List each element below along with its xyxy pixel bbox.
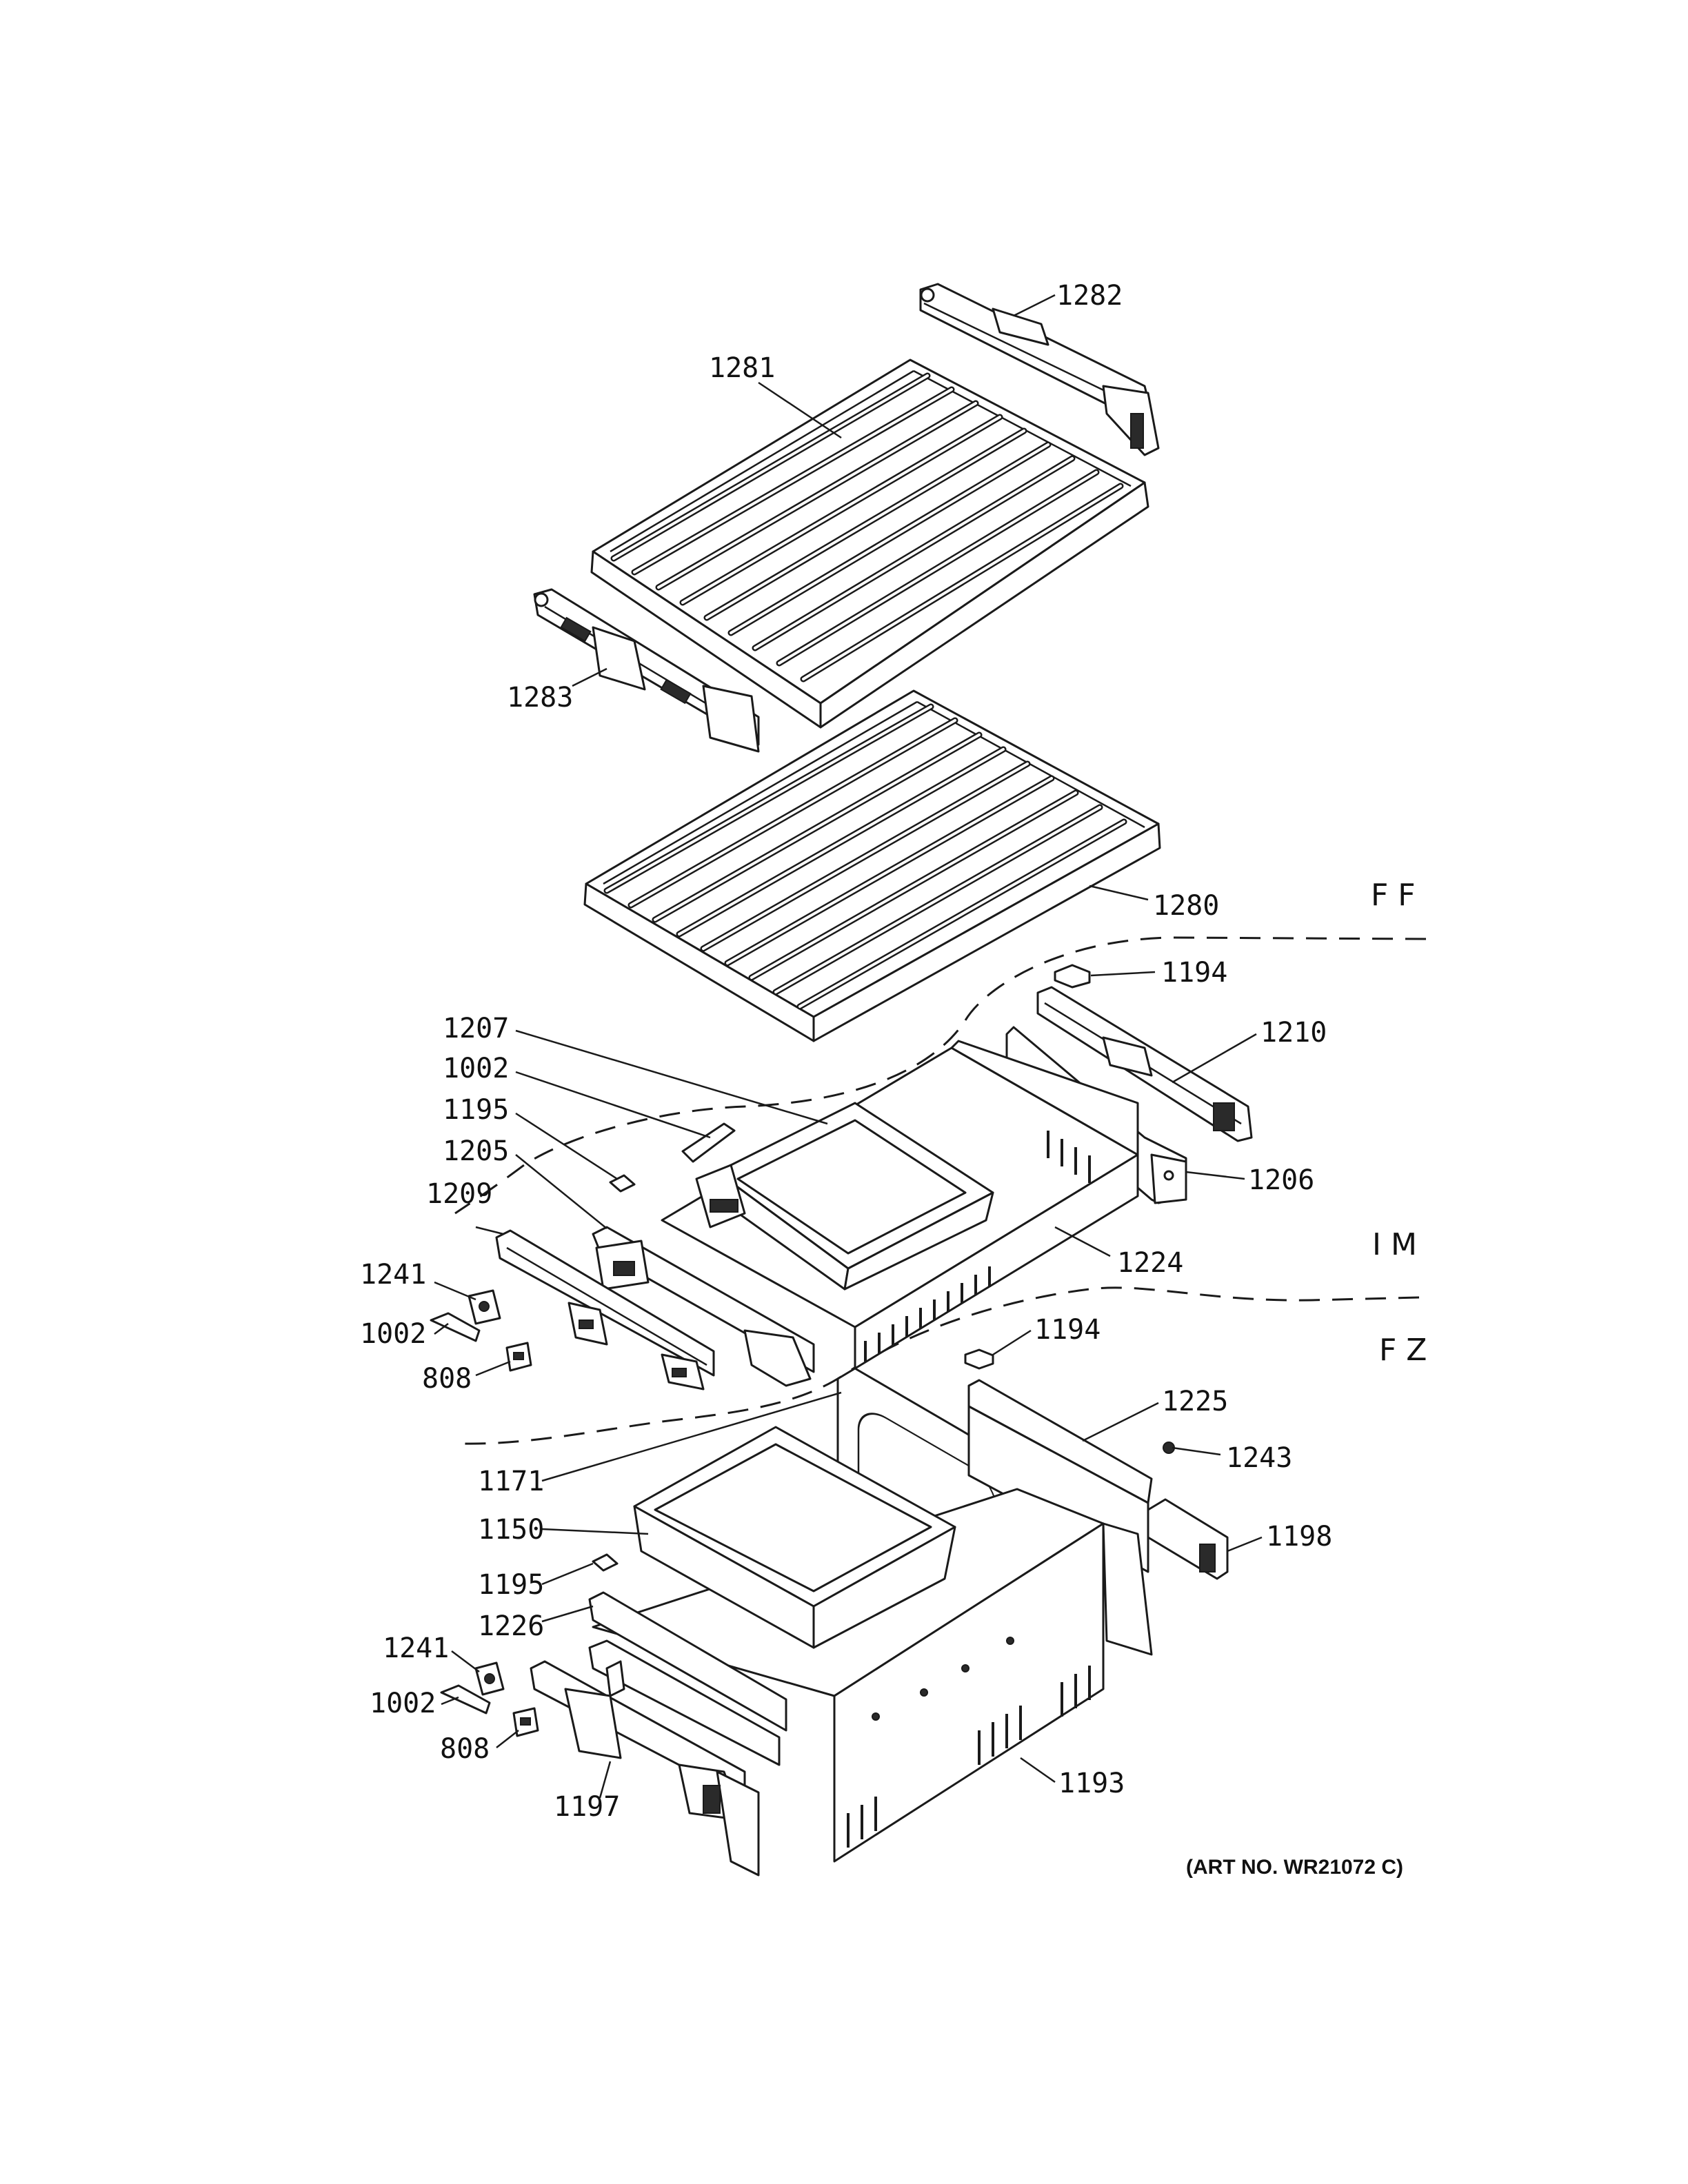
zone-labels: FF IM FZ <box>1371 878 1436 1368</box>
callout-808-upper: 808 <box>422 1363 472 1395</box>
callout-1243: 1243 <box>1226 1442 1292 1474</box>
clip-1194-upper <box>1054 964 1091 989</box>
callout-1194-lower: 1194 <box>1034 1314 1101 1346</box>
callout-1198: 1198 <box>1266 1521 1332 1553</box>
bracket-1205 <box>592 1226 815 1387</box>
callout-1194-upper: 1194 <box>1161 957 1227 989</box>
callout-1283: 1283 <box>507 682 573 714</box>
callout-1195-upper: 1195 <box>443 1094 509 1126</box>
clip-1195-upper <box>609 1174 636 1193</box>
callout-1193: 1193 <box>1058 1768 1125 1799</box>
callout-1206: 1206 <box>1248 1164 1314 1196</box>
bracket-1241-upper <box>468 1289 501 1325</box>
bracket-1241-lower <box>474 1661 505 1696</box>
im-housing-vents <box>864 1131 1091 1362</box>
upper-shelf-1281 <box>590 358 1149 729</box>
handle-1002-upper <box>681 1122 736 1163</box>
zone-label-fz: FZ <box>1379 1333 1436 1368</box>
ff-im-divider-line <box>454 936 1427 1215</box>
fz-bin-1150 <box>633 1426 956 1649</box>
callout-1197: 1197 <box>554 1791 620 1823</box>
callout-1002-lower: 1002 <box>370 1688 436 1719</box>
callout-1205: 1205 <box>443 1135 509 1167</box>
fz-housing-vents <box>847 1666 1091 1848</box>
callout-1002-upper: 1002 <box>443 1053 509 1084</box>
callout-1281: 1281 <box>709 352 775 384</box>
callout-1207: 1207 <box>443 1013 509 1044</box>
clip-808-upper <box>505 1342 532 1372</box>
im-bin-1207 <box>695 1102 994 1291</box>
callout-808-lower: 808 <box>440 1733 490 1765</box>
callout-1241-upper: 1241 <box>360 1259 426 1291</box>
lower-shelf-1280 <box>583 689 1161 1042</box>
callout-1150: 1150 <box>478 1514 544 1546</box>
callout-1282: 1282 <box>1056 280 1123 312</box>
handle-1002-mid <box>430 1312 481 1342</box>
clip-808-lower <box>512 1707 539 1737</box>
bracket-1226 <box>588 1591 787 1766</box>
right-rail-1210 <box>1036 986 1253 1142</box>
right-shelf-rail-1282 <box>919 283 1160 456</box>
clip-1195-lower <box>592 1553 619 1572</box>
callout-1002-mid: 1002 <box>360 1318 426 1350</box>
callout-1225: 1225 <box>1162 1386 1228 1417</box>
left-slide-1209 <box>495 1229 715 1391</box>
art-number: (ART NO. WR21072 C) <box>1186 1856 1403 1879</box>
callout-1224: 1224 <box>1117 1247 1183 1279</box>
clip-1194-lower <box>964 1348 994 1370</box>
zone-label-im: IM <box>1372 1227 1427 1262</box>
left-shelf-rail-1283 <box>533 588 760 753</box>
callout-1280: 1280 <box>1153 890 1219 922</box>
callout-1226: 1226 <box>478 1610 544 1642</box>
callout-1209: 1209 <box>426 1178 492 1210</box>
callout-1171: 1171 <box>478 1466 544 1497</box>
leader-lines <box>434 294 1263 1799</box>
handle-1002-lower <box>440 1684 491 1715</box>
zone-label-ff: FF <box>1371 878 1425 913</box>
left-slide-1197 <box>530 1660 760 1877</box>
callout-1241-lower: 1241 <box>383 1632 449 1664</box>
callout-1210: 1210 <box>1260 1017 1327 1049</box>
right-slide-1198 <box>1147 1498 1229 1580</box>
callout-1195-lower: 1195 <box>478 1569 544 1601</box>
callout-labels: 1282 1281 1283 1280 1194 1207 1210 1002 … <box>360 280 1332 1823</box>
